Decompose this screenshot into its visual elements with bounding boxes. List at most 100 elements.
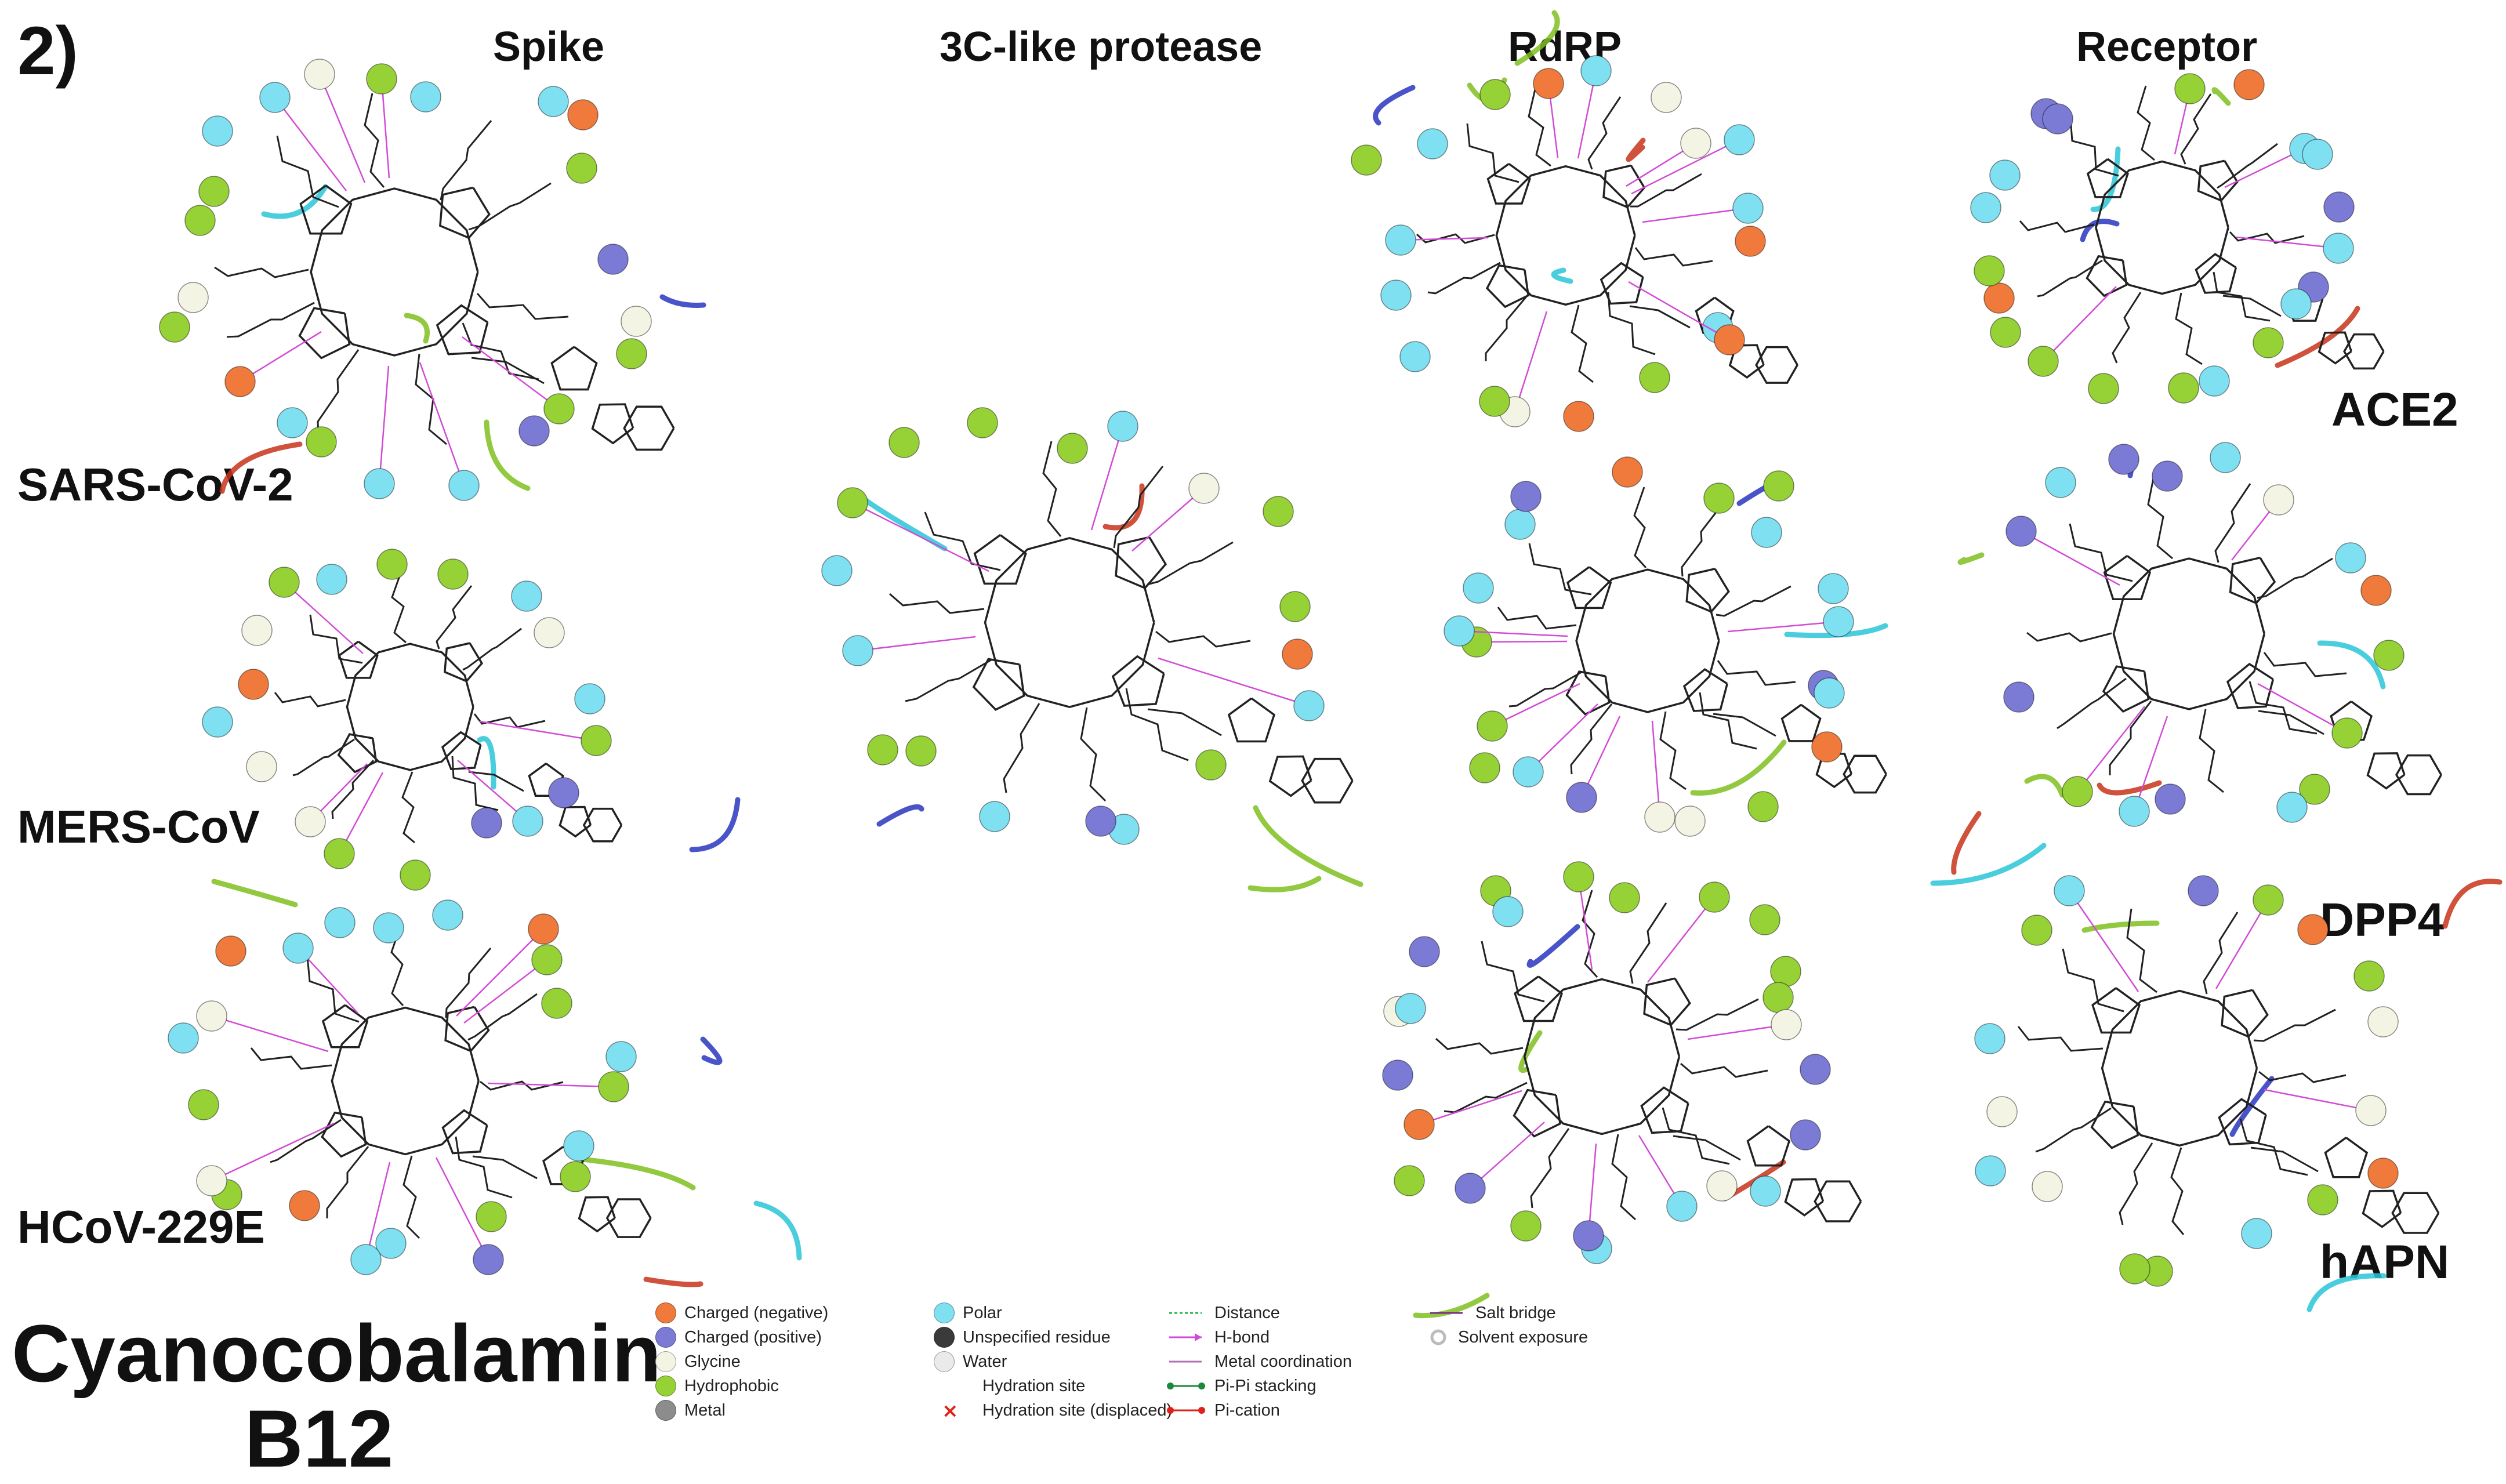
residue-bubble [2152,460,2183,492]
h-bond-line [2133,716,2168,812]
h-bond-line [2257,683,2348,734]
protein-ribbon [1626,137,1646,162]
h-bond-line [1647,897,1715,983]
residue-bubble [1469,752,1500,783]
legend-label: Solvent exposure [1458,1327,1589,1347]
legend-item: H-bond [1166,1326,1270,1348]
protein-ribbon [689,797,741,852]
diagram-protease [821,407,1354,892]
protein-ribbon [1413,1293,1490,1319]
residue-bubble [188,1089,219,1120]
residue-bubble [177,282,209,313]
legend-label: Unspecified residue [963,1327,1111,1347]
residue-bubble [1990,317,2021,348]
residue-bubble [1974,1023,2005,1054]
residue-bubble [1790,1119,1821,1151]
protein-ribbon [2211,87,2231,106]
residue-bubble [2045,467,2076,498]
protein-ribbon [219,441,303,494]
residue-bubble [1504,509,1536,540]
h-bond-line [1131,488,1205,551]
residue-bubble [1750,1175,1781,1207]
residue-bubble [1814,677,1845,709]
residue-bubble [1279,591,1311,622]
residue-bubble [541,988,572,1019]
residue-bubble [1986,1096,2018,1127]
residue-bubble [1566,782,1597,813]
residue-bubble [1463,572,1494,604]
column-header-spike: Spike [493,24,605,70]
protein-ribbon [484,419,531,491]
residue-bubble [1417,128,1448,159]
h-bond-line [2264,1088,2371,1112]
figure-title: Cyanocobalamin B12 [12,1311,661,1481]
residue-bubble [1282,638,1313,670]
residue-bubble [1395,993,1426,1024]
residue-bubble [350,1244,382,1275]
protein-ribbon [2097,780,2162,796]
residue-bubble [1479,386,1510,417]
residue-bubble [289,1190,320,1221]
residue-bubble [1644,801,1675,833]
residue-bubble [1455,1173,1486,1204]
residue-bubble [202,706,233,738]
residue-bubble [1970,192,2001,223]
legend-line-symbol [1169,1312,1202,1314]
residue-bubble [1444,615,1475,647]
protein-ribbon [2306,1273,2387,1312]
residue-bubble [1293,690,1325,721]
residue-bubble [581,725,612,756]
row-label-mers: MERS-CoV [17,801,260,852]
legend-line-symbol [1169,1333,1202,1341]
residue-bubble [1573,1220,1604,1251]
residue-bubble [598,1071,629,1102]
legend-label: Water [963,1352,1007,1371]
legend-item: Water [934,1351,1007,1373]
legend-label: Distance [1214,1303,1280,1322]
h-bond-line [857,636,976,652]
residue-bubble [1714,324,1745,355]
ligand-structure [2026,475,2442,796]
residue-bubble [400,859,431,891]
protein-ribbon [2024,774,2065,798]
h-bond-line [1628,281,1730,341]
residue-bubble [306,426,337,458]
h-bond-line [1419,1090,1522,1126]
residue-bubble [1533,68,1564,99]
residue-bubble [616,338,647,369]
legend-label: Hydrophobic [684,1376,779,1395]
residue-bubble [531,944,563,975]
residue-bubble [1382,1060,1413,1091]
residue-bubble [1609,882,1640,913]
residue-bubble [259,82,291,113]
ligand-structure [274,571,623,844]
h-bond-line [380,78,390,179]
h-bond-line [318,74,366,183]
protein-ribbon [659,294,706,308]
column-header-receptor: Receptor [2076,24,2258,70]
h-bond-line [1687,1024,1787,1040]
protein-ribbon [211,879,298,908]
residue-bubble [2028,346,2059,377]
residue-bubble [2323,233,2354,264]
residue-bubble [543,393,575,424]
residue-bubble [1477,710,1508,742]
residue-bubble [2054,875,2085,906]
residue-bubble [1747,791,1779,822]
protein-ribbon [2442,879,2503,929]
figure-label: 2) [17,13,78,89]
legend-label: Polar [963,1303,1002,1322]
residue-bubble [410,81,441,113]
ligand-structure [2017,908,2440,1235]
legend-swatch [934,1302,955,1323]
h-bond-line [479,720,597,742]
residue-bubble [563,1130,594,1162]
residue-bubble [1385,224,1416,256]
legend-line-symbol [1167,1407,1205,1414]
legend-swatch [655,1351,676,1372]
legend-label: Salt bridge [1475,1303,1556,1322]
legend-item: Polar [934,1302,1002,1324]
diagram-spike-hcov [168,899,802,1287]
residue-bubble [198,176,230,207]
protein-ribbon [1957,552,1985,565]
